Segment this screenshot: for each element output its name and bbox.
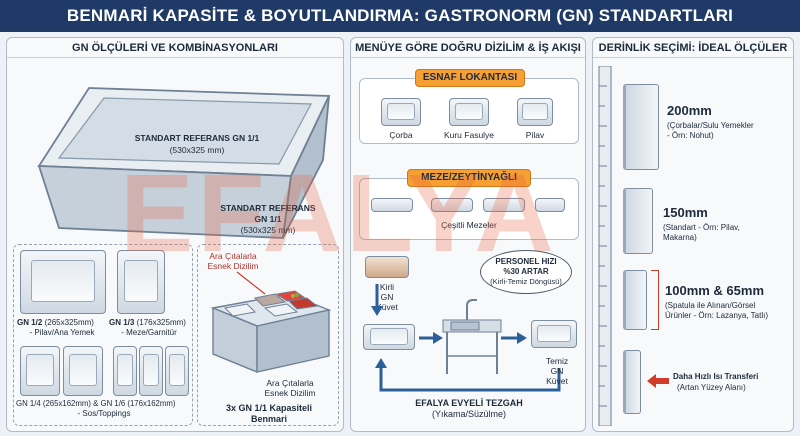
depth-200-pan — [623, 84, 659, 170]
d100-title: 100mm & 65mm — [665, 283, 764, 298]
gn13-caption: GN 1/3 (176x325mm) — [109, 318, 186, 327]
gn13-use: - Meze/Garnitür — [121, 328, 177, 337]
clean-pan — [531, 320, 577, 348]
ref-side-title-1: STANDART REFERANS — [220, 203, 316, 213]
depth-header: DERİNLİK SEÇİMİ: İDEAL ÖLÇÜLER — [593, 38, 793, 58]
gn12-use: - Pilav/Ana Yemek — [29, 328, 95, 337]
gn16-pan-3 — [165, 346, 189, 396]
meze-pan-1 — [371, 198, 413, 212]
ara-top-2: Esnek Dizilim — [207, 261, 259, 271]
meze-tag: MEZE/ZEYTİNYAĞLI — [407, 169, 531, 187]
esnaf-tag: ESNAF LOKANTASI — [415, 69, 525, 87]
meze-pan-4 — [535, 198, 565, 212]
tezgah-title: EFALYA EVYELİ TEZGAH — [415, 398, 523, 408]
gn14-pan-1 — [20, 346, 60, 396]
gn14-pan-2 — [63, 346, 103, 396]
dirty-pan-top — [365, 256, 409, 278]
meze-caption: Çeşitli Mezeler — [441, 220, 497, 230]
benmari-caption-1: 3x GN 1/1 Kapasiteli — [225, 403, 313, 413]
ara-bot-2: Esnek Dizilim — [264, 388, 316, 398]
esnaf-pan-2 — [449, 98, 489, 126]
ref-side-dim: (530x325 mm) — [240, 225, 296, 235]
gn-sizes-header: GN ÖLÇÜLERİ VE KOMBİNASYONLARI — [7, 38, 343, 58]
d200-desc-2: - Örn: Nohut) — [667, 131, 714, 140]
heat-arrow-icon — [647, 374, 669, 388]
ara-top-1: Ara Çıtalarla — [209, 251, 257, 261]
d200-desc-1: (Çorbalar/Sulu Yemekler — [667, 121, 754, 130]
depth-panel: DERİNLİK SEÇİMİ: İDEAL ÖLÇÜLER 200mm (Ço… — [592, 37, 794, 432]
benmari-illustration — [210, 271, 332, 374]
gn13-pan — [117, 250, 165, 314]
kirli-1: Kirli — [379, 282, 395, 292]
depth-ruler — [598, 66, 612, 426]
d150-title: 150mm — [663, 205, 708, 220]
dirty-pan — [363, 324, 415, 350]
personel-2: %30 ARTAR — [503, 267, 549, 276]
esnaf-item-3: Pilav — [525, 130, 545, 140]
ref-top-title: STANDART REFERANS GN 1/1 — [134, 133, 260, 143]
esnaf-pan-3 — [517, 98, 553, 126]
meze-pan-2 — [431, 198, 473, 212]
kirli-2: GN — [380, 292, 394, 302]
workflow-arrows — [371, 284, 561, 392]
d150-desc-2: Makarna) — [663, 233, 697, 242]
page-title: BENMARİ KAPASİTE & BOYUTLANDIRMA: GASTRO… — [0, 0, 800, 32]
gn-sizes-panel: GN ÖLÇÜLERİ VE KOMBİNASYONLARI STANDART … — [6, 37, 344, 432]
gn12-caption: GN 1/2 (265x325mm) — [17, 318, 94, 327]
gn12-pan — [20, 250, 106, 314]
ara-bot-1: Ara Çıtalarla — [266, 378, 314, 388]
heat-1: Daha Hızlı Isı Transferi — [673, 372, 759, 381]
meze-pan-3 — [483, 198, 525, 212]
d100-desc-1: (Spatula ile Alınan/Görsel — [665, 301, 756, 310]
workflow-panel: MENÜYE GÖRE DOĞRU DİZİLİM & İŞ AKIŞI ESN… — [350, 37, 586, 432]
personel-speech-bubble — [480, 250, 572, 294]
d200-title: 200mm — [667, 103, 712, 118]
gn16-pan-1 — [113, 346, 137, 396]
gn14-use: - Sos/Toppings — [77, 409, 131, 418]
esnaf-item-2: Kuru Fasulye — [443, 130, 495, 140]
d150-desc-1: (Standart - Örn: Pilav, — [663, 223, 740, 232]
gn14-16-caption: GN 1/4 (265x162mm) & GN 1/6 (176x162mm) — [16, 399, 176, 408]
d100-desc-2: Ürünler - Örn: Lazanya, Tatlı) — [665, 311, 769, 320]
depth-bracket — [651, 270, 659, 330]
depth-100-pan — [623, 270, 647, 330]
gn-fractions-box — [13, 244, 193, 426]
benmari-caption-2: Benmari — [250, 414, 287, 424]
benmari-box — [197, 244, 339, 426]
gn16-pan-2 — [139, 346, 163, 396]
depth-150-pan — [623, 188, 653, 254]
gn11-pan-illustration — [37, 87, 331, 239]
depth-65-pan — [623, 350, 641, 414]
heat-2: (Artan Yüzey Alanı) — [677, 383, 746, 392]
workflow-header: MENÜYE GÖRE DOĞRU DİZİLİM & İŞ AKIŞI — [351, 38, 585, 58]
esnaf-item-1: Çorba — [389, 130, 413, 140]
temiz-3: Küvet — [546, 376, 568, 386]
personel-3: (Kirli-Temiz Döngüsü) — [490, 277, 562, 286]
esnaf-pan-1 — [381, 98, 421, 126]
personel-1: PERSONEL HIZI — [495, 257, 557, 266]
temiz-1: Temiz — [545, 356, 569, 366]
temiz-2: GN — [550, 366, 564, 376]
ref-side-title-2: GN 1/1 — [254, 214, 282, 224]
ref-top-dim: (530x325 mm) — [169, 145, 225, 155]
tezgah-subtitle: (Yıkama/Süzülme) — [431, 409, 507, 419]
kirli-3: Küvet — [376, 302, 398, 312]
